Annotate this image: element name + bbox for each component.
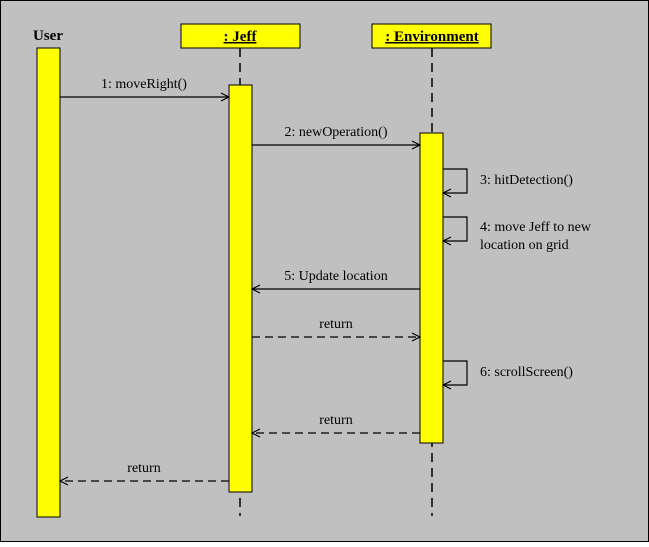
return-1-label: return [319, 317, 352, 332]
user-actor-label: User [33, 28, 63, 44]
environment-object-box [371, 23, 492, 49]
message-1-label: 1: moveRight() [101, 77, 187, 92]
message-6-label: 6: scrollScreen() [480, 365, 573, 380]
return-3-label: return [127, 461, 160, 476]
environment-activation-bar [419, 132, 444, 444]
user-activation-bar [36, 47, 61, 518]
message-3-label: 3: hitDetection() [480, 173, 573, 188]
message-2-label: 2: newOperation() [284, 125, 387, 140]
return-2-label: return [319, 413, 352, 428]
message-4-self-arrow [443, 216, 468, 241]
message-6-self-arrow [443, 360, 468, 385]
message-3-self-arrow [443, 168, 468, 193]
jeff-object-label: : Jeff [224, 29, 258, 45]
message-5-label: 5: Update location [284, 269, 387, 284]
jeff-object-box [180, 23, 301, 49]
jeff-activation-bar [228, 84, 253, 493]
message-4-label-line1: 4: move Jeff to new [480, 220, 592, 235]
environment-object-label: : Environment [385, 29, 478, 45]
message-4-label-line2: location on grid [480, 238, 569, 253]
